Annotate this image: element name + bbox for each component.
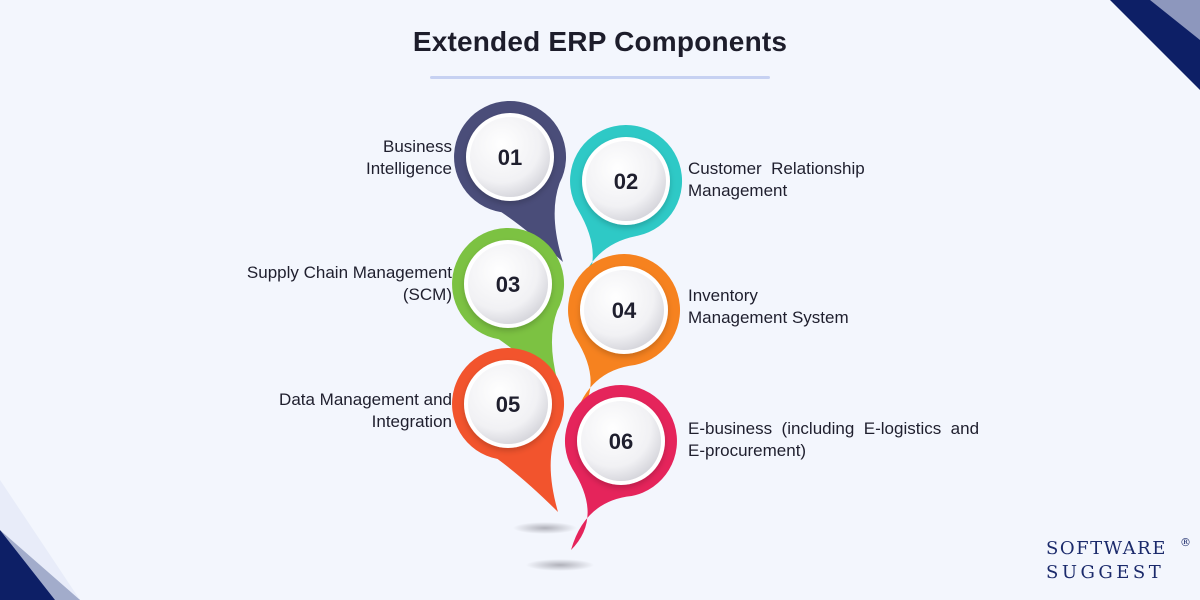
pin-05: 05 (452, 347, 565, 512)
pin-ball (580, 266, 668, 354)
label-line: (SCM) (402, 285, 452, 304)
pin-number: 02 (614, 169, 638, 194)
title-underline (430, 76, 770, 79)
label-line: Business (383, 137, 452, 156)
pin-06: 06 (564, 385, 677, 550)
label-line: E-business (including E-logistics and (688, 419, 980, 438)
pin-number: 06 (609, 429, 633, 454)
label-line: Intelligence (365, 159, 452, 178)
corner-decor-top-right-light (1150, 0, 1200, 40)
label-line: E-procurement) (688, 441, 807, 460)
registered-mark: ® (1180, 536, 1191, 549)
pin-04: 04 (568, 254, 681, 420)
pin-number: 04 (612, 298, 637, 323)
corner-decor-bottom-left-light (0, 480, 80, 600)
pin-number: 03 (496, 272, 520, 297)
pin-03: 03 (452, 227, 565, 390)
pin-ball (466, 113, 554, 201)
pin-ball (582, 137, 670, 225)
label-line: Management (688, 181, 788, 200)
label-e-business: E-business (including E-logistics and E-… (688, 418, 979, 462)
page-title: Extended ERP Components (412, 26, 788, 57)
corner-decor-top-right (1110, 0, 1200, 90)
label-line: Data Management and (279, 390, 452, 409)
floor-shadow (526, 559, 594, 571)
pin-number: 05 (496, 392, 520, 417)
label-line: Customer Relationship (688, 159, 865, 178)
label-supply-chain-management: Supply Chain Management (SCM) (247, 262, 452, 306)
floor-shadow (513, 522, 577, 534)
label-data-management-integration: Data Management and Integration (279, 389, 452, 433)
pin-01: 01 (454, 100, 567, 263)
label-inventory-management-system: Inventory Management System (688, 285, 849, 329)
label-line: Integration (371, 412, 452, 431)
label-customer-relationship-management: Customer Relationship Management (688, 158, 865, 202)
logo-line-1: SOFTWARE (1046, 538, 1167, 559)
label-line: Supply Chain Management (246, 263, 452, 282)
label-line: Inventory (688, 286, 758, 305)
pin-number: 01 (498, 145, 522, 170)
label-business-intelligence: Business Intelligence (366, 136, 452, 180)
pin-ball (464, 360, 552, 448)
softwaresuggest-logo: SOFTWARE SUGGEST ® (1042, 536, 1192, 588)
label-line: Management System (688, 308, 849, 327)
pin-ball (464, 240, 552, 328)
pin-02: 02 (570, 125, 683, 296)
pin-ball (577, 397, 665, 485)
logo-line-2: SUGGEST (1046, 562, 1165, 583)
